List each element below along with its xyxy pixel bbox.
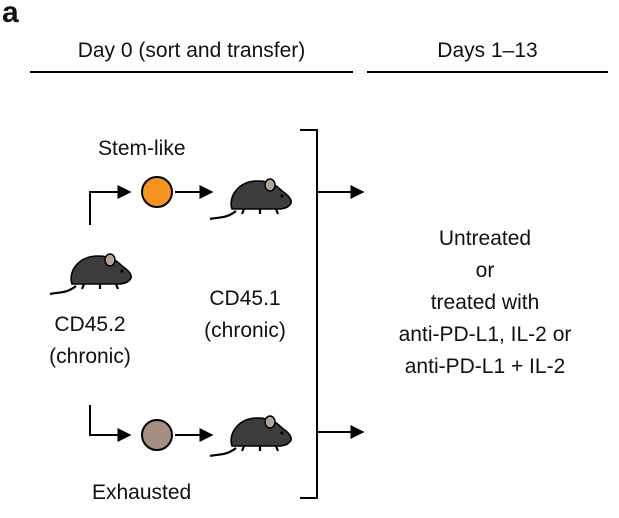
panel-letter: a bbox=[2, 0, 19, 29]
population-exhausted-label: Exhausted bbox=[92, 481, 192, 504]
treatment-line1: Untreated bbox=[438, 227, 532, 250]
recipient-mouse-top-icon bbox=[208, 177, 293, 221]
recipient-label-line2: (chronic) bbox=[204, 319, 286, 342]
header-days: Days 1–13 bbox=[437, 39, 538, 62]
population-stem-like-label: Stem-like bbox=[98, 137, 186, 160]
donor-mouse-icon bbox=[48, 252, 133, 296]
treatment-line3: treated with bbox=[430, 291, 540, 314]
donor-label-line1: CD45.2 bbox=[54, 313, 126, 336]
recipient-mouse-bottom-icon bbox=[208, 414, 293, 458]
treatment-line2: or bbox=[475, 259, 495, 282]
bracket-icon bbox=[300, 129, 318, 499]
stem-like-cell-icon bbox=[141, 176, 173, 208]
treatment-line4: anti-PD-L1, IL-2 or bbox=[398, 323, 572, 346]
exhausted-cell-icon bbox=[141, 419, 173, 451]
recipient-label-line1: CD45.1 bbox=[209, 287, 281, 310]
donor-label-line2: (chronic) bbox=[49, 345, 131, 368]
treatment-line5: anti-PD-L1 + IL-2 bbox=[404, 355, 566, 378]
top-branch-arrow-icon bbox=[89, 185, 132, 225]
header-day0: Day 0 (sort and transfer) bbox=[77, 39, 306, 62]
bottom-branch-arrow-icon bbox=[89, 405, 132, 442]
